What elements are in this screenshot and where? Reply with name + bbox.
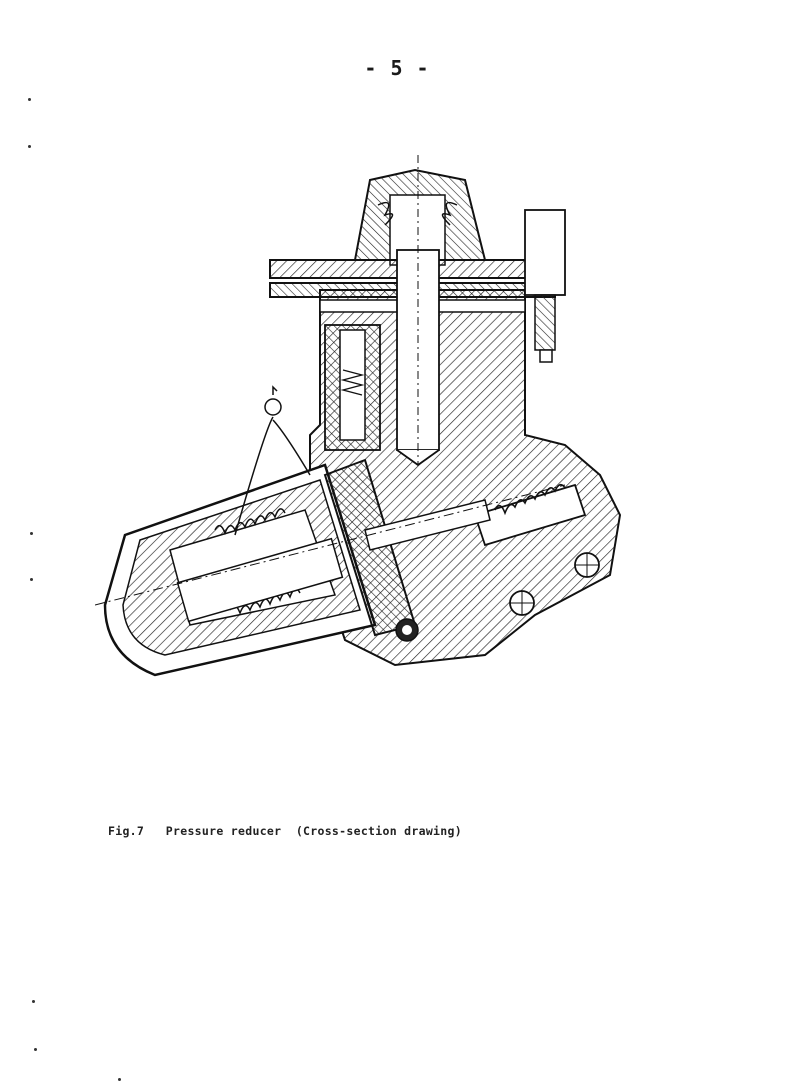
central-stem bbox=[396, 155, 440, 467]
gauge-tap bbox=[234, 385, 311, 536]
scan-speck bbox=[34, 1048, 37, 1051]
page-number: - 5 - bbox=[364, 56, 430, 80]
right-spring bbox=[473, 483, 587, 547]
pilot-valve bbox=[324, 324, 381, 451]
scan-speck bbox=[30, 532, 33, 535]
scan-speck bbox=[118, 1078, 121, 1081]
mounting-holes bbox=[395, 552, 600, 642]
cross-section-figure bbox=[95, 155, 635, 695]
scan-speck bbox=[30, 578, 33, 581]
top-cap bbox=[353, 168, 487, 266]
scan-speck bbox=[28, 98, 31, 101]
figure-caption: Fig.7 Pressure reducer (Cross-section dr… bbox=[108, 824, 462, 838]
scan-speck bbox=[28, 145, 31, 148]
diagonal-stem bbox=[95, 484, 566, 606]
side-bolt bbox=[524, 209, 566, 363]
scan-speck bbox=[32, 1000, 35, 1003]
